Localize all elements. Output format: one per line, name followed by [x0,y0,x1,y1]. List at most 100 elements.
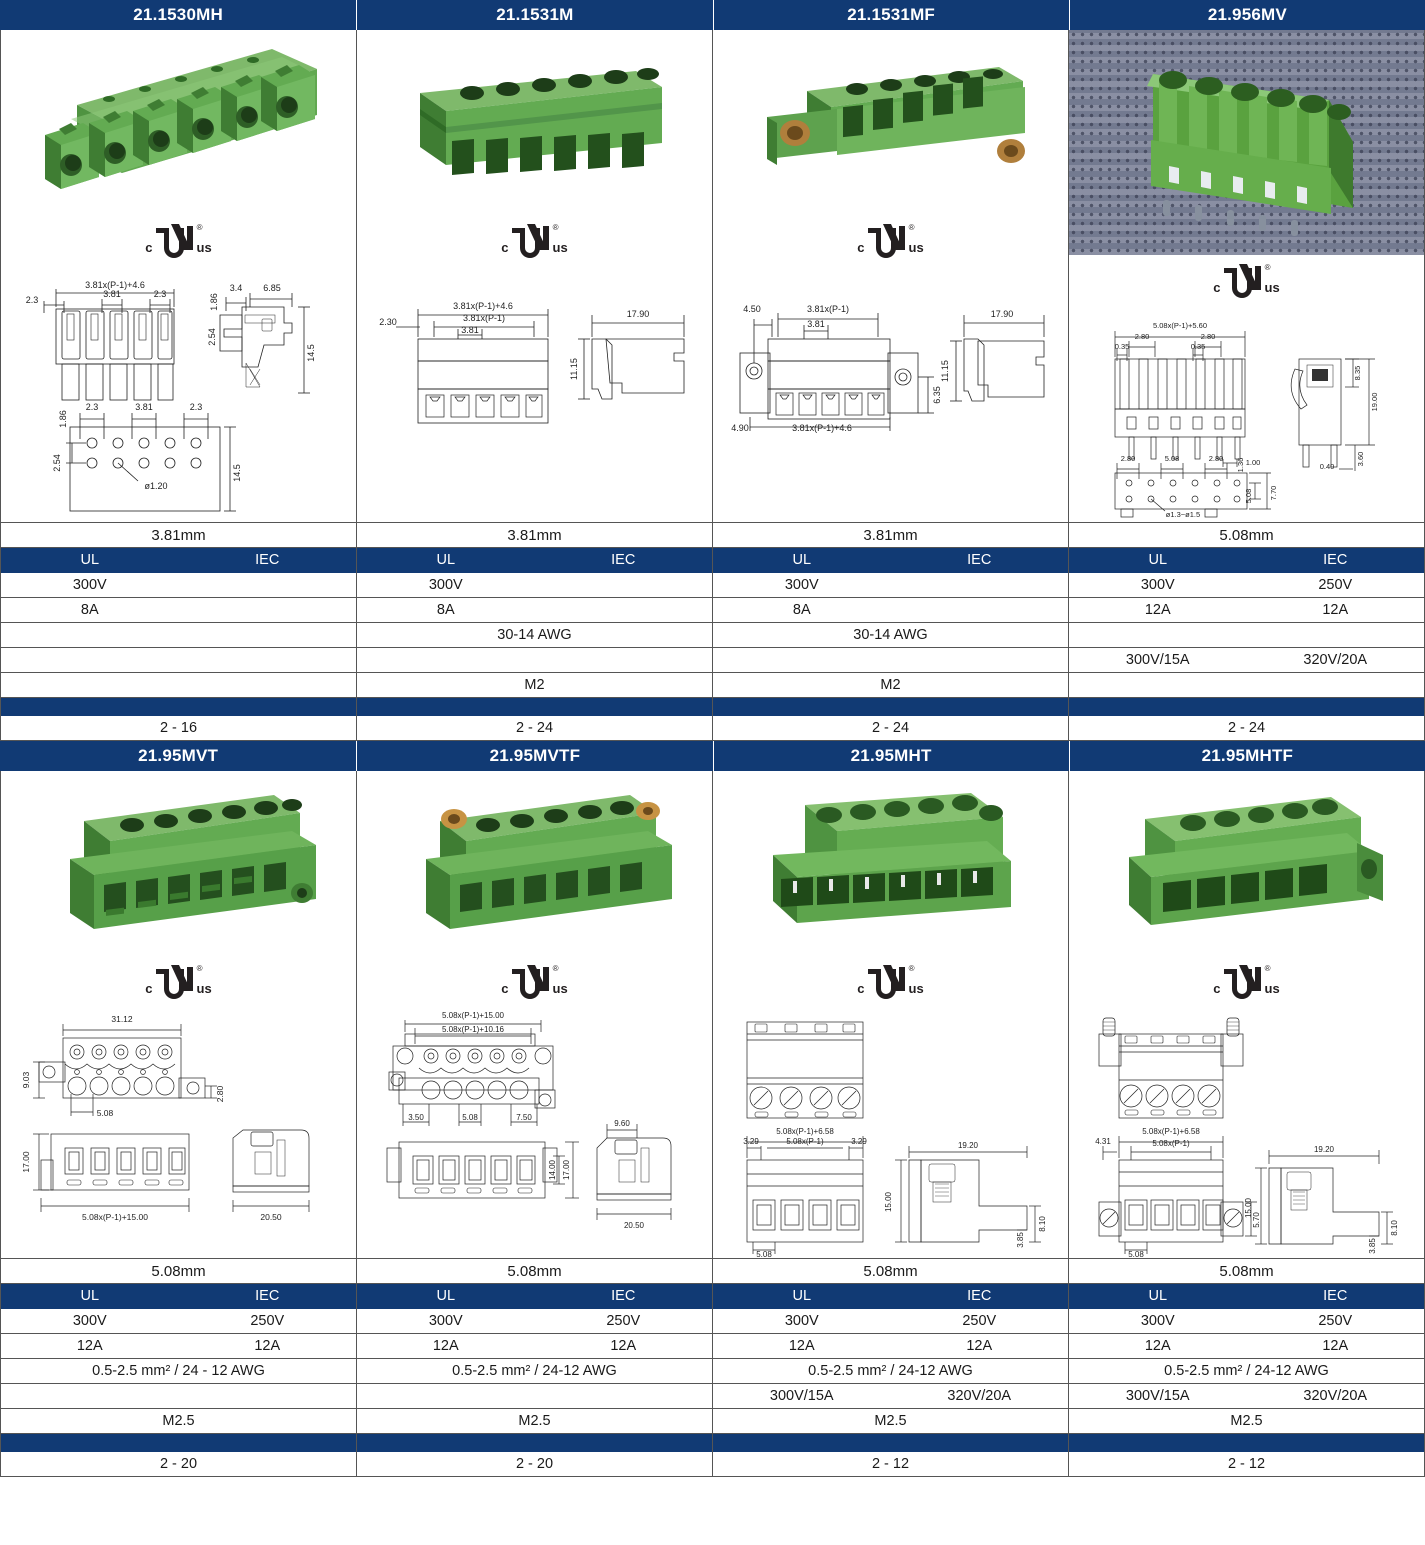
product-cell-21-95MVT: c ® us [1,771,357,1258]
dimension-label: 3.81x(P-1)+4.6 [85,280,145,290]
part-number-label: 21.1531MF [847,5,936,24]
spec-row-rating: 300V/15A 320V/20A [1069,1384,1424,1409]
spec-header-iec: IEC [1323,552,1348,568]
spec-row-current: 12A 12A [1,1334,356,1359]
spec-ul-value: 12A [76,1338,103,1354]
dimension-label: 7.70 [1269,486,1278,501]
dimension-label: 11.15 [940,360,950,382]
spec-header-iec: IEC [967,1288,992,1304]
horizontal-plug-flange-illustration [1128,797,1383,925]
dimension-label: 3.29 [743,1137,759,1146]
spec-header-iec: IEC [611,552,636,568]
spec-header-ul: UL [792,552,812,568]
header-flange-illustration [766,67,1025,165]
product-cell-21-1530MH: c ® us [1,30,357,522]
dimension-label: 15.00 [1244,1197,1253,1218]
dimension-label: 2.3 [85,402,98,412]
spec-iec-value: 320V/20A [1303,652,1368,668]
spec-wire-value: 0.5-2.5 mm² / 24-12 AWG [1164,1363,1329,1379]
dimension-label: 2.80 [1120,454,1135,463]
dimension-label: 17.00 [562,1159,571,1180]
spec-row-wire-range: 0.5-2.5 mm² / 24-12 AWG [713,1359,1068,1384]
spec-ul-value: 300V [428,577,463,593]
dimension-label: 8.35 [1353,366,1362,381]
spec-row-rating [1,648,356,673]
part-number-label: 21.95MVT [138,746,219,765]
dimension-label: 7.50 [516,1113,532,1122]
spec-iec-value: 12A [1322,1338,1349,1354]
spec-row-voltage: 300V 250V [1069,573,1424,598]
spec-poles-value: 2 - 24 [871,720,910,736]
registered-mark: ® [552,223,559,232]
spec-header-ul: UL [436,1288,456,1304]
spec-ul-value: 12A [432,1338,459,1354]
part-number-label: 21.95MVTF [489,746,581,765]
spec-row-wire-range [1069,623,1424,648]
ul-certification-logo: c ® us [713,956,1068,1008]
spec-header-row: UL IEC [1069,548,1424,573]
product-cell-21-95MHT: c ® us [713,771,1069,1258]
spec-iec-value: 250V [1318,1313,1353,1329]
ul-certification-logo: c ® us [1,215,356,267]
product-figure-row-bottom: c ® us [0,771,1425,1258]
technical-drawing-21-1531M: 3.81x(P-1)+4.6 3.81x(P-1) 3.81 2.30 11.1… [357,267,712,517]
dimension-label: 0.40 [1319,462,1334,471]
dimension-label: 3.29 [851,1137,867,1146]
technical-drawing-21-95MVTF: 5.08x(P-1)+15.00 5.08x(P-1)+10.16 3.50 5… [357,1008,712,1253]
dimension-label: 2.54 [207,328,217,346]
dimension-label: 0.35 [1114,342,1129,351]
spec-row-current: 12A 12A [1069,598,1424,623]
dimension-label: 17.90 [990,309,1013,319]
dimension-label: 5.08x(P-1) [786,1137,824,1146]
spec-wire-value: 30-14 AWG [497,627,572,643]
spec-ul-value: 300V [784,577,819,593]
pitch-value: 3.81mm [357,522,713,548]
spec-iec-value [179,598,357,622]
pitch-value: 3.81mm [1,522,357,548]
spec-iec-value: 12A [966,1338,993,1354]
product-cell-21-1531MF: c ® us [713,30,1069,522]
spec-table-bottom: UL IEC 300V 250V 12A 12A 0.5-2.5 mm² / 2… [0,1284,1425,1477]
dimension-label: 3.50 [408,1113,424,1122]
part-number-label: 21.1531M [496,5,574,24]
spec-row-poles: 2 - 20 [357,1452,712,1477]
spec-column-21-1531MF: UL IEC 300V 8A 30-14 AWG M2 2 - 24 [713,548,1069,741]
part-number-header-cell: 21.956MV [1068,0,1425,30]
dimension-label: 1.36 [1236,458,1245,473]
dimension-label: 2.80 [1200,332,1215,341]
spec-header-iec: IEC [611,1288,636,1304]
pitch-value: 5.08mm [1069,522,1425,548]
dimension-label: 2.80 [1134,332,1149,341]
dimension-label: 8.10 [1038,1216,1047,1232]
spec-ul-value: 12A [1144,1338,1171,1354]
spec-row-voltage: 300V 250V [357,1309,712,1334]
pitch-value: 5.08mm [1069,1258,1425,1284]
dimension-label: 9.03 [21,1071,31,1088]
dimension-label: 20.50 [260,1212,282,1222]
ul-certification-logo: c ® us [357,215,712,267]
spec-screw-value: M2 [880,677,901,693]
dimension-label: 2.80 [1208,454,1223,463]
ul-mark-icon: ® [510,223,559,258]
ul-certification-logo: c ® us [1,956,356,1008]
spec-iec-value [891,598,1069,622]
pitch-value: 5.08mm [357,1258,713,1284]
spec-header-ul: UL [436,552,456,568]
ul-certification-logo: c ® us [1069,956,1424,1008]
registered-mark: ® [552,964,559,973]
dimension-label: 5.08 [462,1113,478,1122]
spec-row-screw: M2.5 [357,1409,712,1434]
dimension-label: 2.54 [52,454,62,472]
ul-logo-us-label: us [1264,980,1280,996]
product-cell-21-95MVTF: c ® us [357,771,713,1258]
spec-header-ul: UL [1148,1288,1168,1304]
dimension-label: 3.81 [103,289,121,299]
plug-flange-angled-illustration [425,795,672,929]
dimension-label: ø1.3~ø1.5 [1165,510,1199,519]
ul-logo-c-label: c [857,980,865,996]
horizontal-plug-illustration [772,793,1011,923]
spec-divider-band [713,698,1068,716]
dimension-label: 1.00 [1245,458,1260,467]
dimension-label: 3.81x(P-1) [462,313,504,323]
spec-screw-value: M2.5 [874,1413,907,1429]
